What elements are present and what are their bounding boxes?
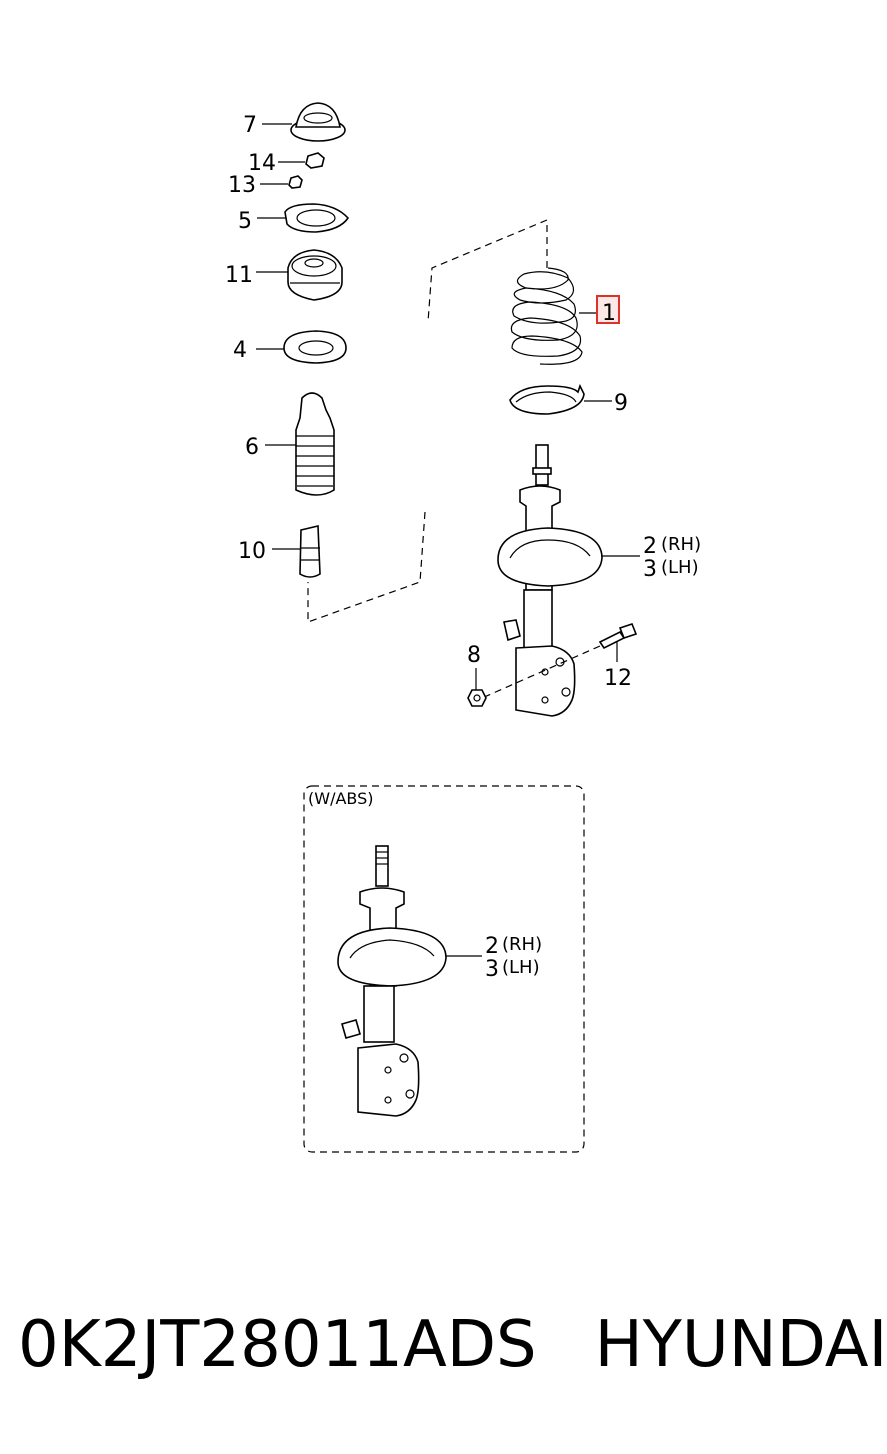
part-2-3-strut-assembly: [497, 444, 603, 717]
callout-3: 3: [643, 557, 657, 582]
callout-6: 6: [245, 435, 259, 460]
callout-14: 14: [248, 151, 276, 176]
callout-1: 1: [602, 301, 616, 326]
part-8-nut: [467, 689, 487, 707]
callout-13: 13: [228, 173, 256, 198]
abs-variant-box: [303, 785, 585, 1153]
part-number: 0K2JT28011ADS: [18, 1308, 537, 1382]
abs-strut-assembly: [337, 845, 447, 1117]
callout-4: 4: [233, 338, 247, 363]
abs-callout-2-side: (RH): [502, 934, 542, 955]
part-13-nut: [288, 175, 303, 189]
callout-7: 7: [243, 113, 257, 138]
brand-name: HYUNDAI: [594, 1308, 887, 1382]
callout-5: 5: [238, 209, 252, 234]
callout-9: 9: [614, 391, 628, 416]
part-number-footer: 0K2JT28011ADS HYUNDAI: [18, 1305, 887, 1385]
part-12-bolt: [598, 623, 638, 650]
part-5-plate: [284, 203, 350, 233]
part-1-coil-spring: [510, 267, 583, 365]
part-7-mount-cap: [290, 102, 346, 142]
part-4-seat-rubber: [283, 330, 347, 364]
callout-1-highlight: [596, 295, 620, 324]
part-11-insulator: [287, 249, 343, 301]
part-9-spring-pad: [509, 383, 585, 415]
part-14-nut: [305, 152, 325, 169]
callout-3-side: (LH): [661, 557, 699, 578]
assembly-guide-line: [307, 219, 548, 623]
part-6-dust-boot: [295, 392, 335, 496]
abs-callout-3: 3: [485, 957, 499, 982]
part-10-bump-stopper: [299, 524, 321, 578]
abs-callout-2: 2: [485, 934, 499, 959]
callout-8: 8: [467, 643, 481, 668]
callout-11: 11: [225, 263, 253, 288]
abs-variant-label: (W/ABS): [308, 789, 374, 808]
abs-callout-3-side: (LH): [502, 957, 540, 978]
callout-12: 12: [604, 666, 632, 691]
callout-2: 2: [643, 534, 657, 559]
callout-10: 10: [238, 539, 266, 564]
callout-2-side: (RH): [661, 534, 701, 555]
